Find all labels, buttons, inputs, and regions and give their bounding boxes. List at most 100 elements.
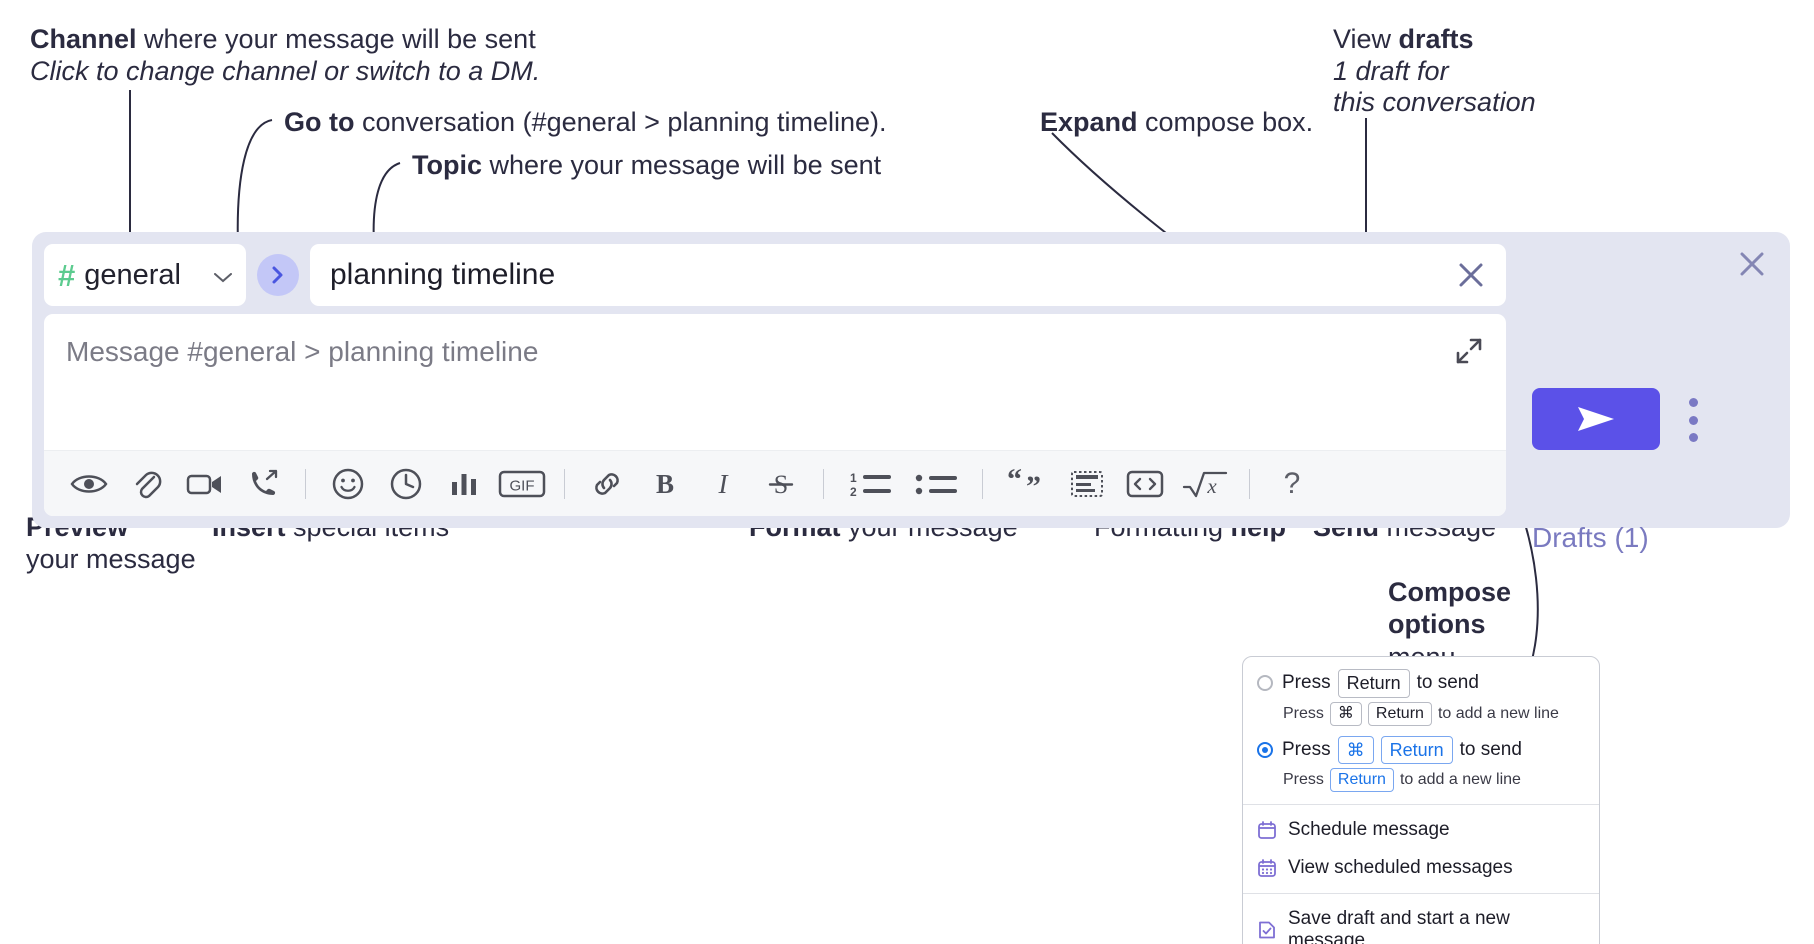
video-icon[interactable] — [176, 455, 234, 513]
option-1-sub-pre: Press — [1283, 771, 1324, 788]
code-icon[interactable] — [1116, 455, 1174, 513]
close-icon[interactable] — [1736, 248, 1768, 280]
blockquote-icon[interactable]: “” — [996, 455, 1058, 513]
annotation-expand-bold: Expand — [1040, 107, 1138, 137]
compose-options-menu: Press Return to send Press ⌘ Return to a… — [1242, 656, 1600, 944]
option-0-sub-pre: Press — [1283, 704, 1324, 722]
annotation-channel-bold: Channel — [30, 24, 137, 54]
channel-name: general — [84, 258, 181, 291]
drafts-link[interactable]: Drafts (1) — [1532, 522, 1649, 553]
expand-icon[interactable] — [1454, 336, 1484, 366]
option-1-sub-key-0: Return — [1329, 768, 1394, 792]
gif-icon[interactable]: GIF — [493, 455, 551, 513]
menu-draft-group: Save draft and start a new message — [1243, 894, 1599, 944]
kebab-menu-icon[interactable] — [1682, 398, 1704, 442]
annotation-drafts-pre: View — [1333, 24, 1399, 54]
send-option-cmd-return[interactable]: Press ⌘ Return to send Press Return to a… — [1257, 735, 1585, 792]
option-1-key-0: ⌘ — [1337, 735, 1374, 764]
menu-item-label: Schedule message — [1288, 819, 1450, 840]
link-icon[interactable] — [578, 455, 636, 513]
annotation-channel-sub: Click to change channel or switch to a D… — [30, 55, 541, 86]
leader-goto — [236, 119, 273, 247]
send-shortcut-options: Press Return to send Press ⌘ Return to a… — [1243, 657, 1599, 804]
italic-icon[interactable]: I — [694, 455, 752, 513]
option-0-key-0: Return — [1337, 669, 1410, 698]
topic-value: planning timeline — [330, 258, 556, 291]
option-1-key-1: Return — [1380, 735, 1453, 764]
attachment-icon[interactable] — [118, 455, 176, 513]
toolbar-separator — [305, 468, 306, 499]
bold-icon[interactable]: B — [636, 455, 694, 513]
svg-text:B: B — [656, 469, 674, 499]
compose-inner: # general planning timeline M — [44, 244, 1506, 516]
annotation-topic: Topic where your message will be sent — [412, 150, 881, 182]
chevron-down-icon — [214, 270, 232, 283]
save-draft-icon — [1259, 921, 1275, 939]
send-button[interactable] — [1532, 388, 1660, 450]
svg-text:I: I — [718, 469, 730, 499]
send-icon — [1578, 407, 1614, 431]
annotation-expand-rest: compose box. — [1137, 107, 1314, 137]
svg-text:”: ” — [1026, 470, 1041, 499]
call-icon[interactable] — [234, 455, 292, 513]
toolbar-separator — [1249, 468, 1250, 499]
annotation-drafts: View drafts 1 draft for this conversatio… — [1333, 24, 1536, 119]
menu-divider — [1243, 804, 1599, 805]
option-0-sub-key-1: Return — [1367, 701, 1432, 726]
bulleted-list-icon[interactable] — [903, 455, 969, 513]
annotation-preview-sub: your message — [26, 543, 196, 574]
annotation-topic-bold: Topic — [412, 150, 482, 180]
annotation-drafts-sub1: 1 draft for — [1333, 55, 1449, 86]
svg-text:2: 2 — [850, 485, 857, 499]
menu-schedule-group: Schedule message View scheduled messages — [1243, 805, 1599, 893]
option-0-main-post: to send — [1416, 672, 1479, 694]
menu-item-save-draft[interactable]: Save draft and start a new message — [1243, 900, 1599, 944]
code-block-icon[interactable] — [1058, 455, 1116, 513]
svg-text:GIF: GIF — [510, 477, 535, 494]
math-icon[interactable]: x — [1174, 455, 1236, 513]
help-icon[interactable]: ? — [1283, 466, 1301, 500]
compose-header-row: # general planning timeline — [44, 244, 1506, 306]
annotation-goto-bold: Go to — [284, 107, 355, 137]
annotation-drafts-sub2: this conversation — [1333, 87, 1536, 118]
svg-text:x: x — [1206, 474, 1217, 498]
message-input-area[interactable]: Message #general > planning timeline — [44, 314, 1506, 516]
channel-selector[interactable]: # general — [44, 244, 246, 306]
calendar-grid-icon — [1258, 859, 1276, 877]
menu-item-view-scheduled[interactable]: View scheduled messages — [1243, 849, 1599, 887]
message-placeholder: Message #general > planning timeline — [66, 336, 539, 367]
option-0-sub-key-0: ⌘ — [1329, 701, 1362, 726]
annotation-channel-rest: where your message will be sent — [136, 24, 536, 54]
annotation-goto-rest: conversation (#general > planning timeli… — [354, 107, 887, 137]
preview-icon[interactable] — [60, 455, 118, 513]
clock-icon[interactable] — [377, 455, 435, 513]
topic-field[interactable]: planning timeline — [310, 244, 1506, 306]
toolbar-separator — [982, 468, 983, 499]
topic-clear-icon[interactable] — [1454, 258, 1488, 292]
option-1-main-pre: Press — [1282, 738, 1331, 760]
goto-conversation-button[interactable] — [257, 254, 299, 296]
compose-box: Drafts (1) # general planning timeline — [32, 232, 1790, 553]
annotation-compose-bold2: options — [1388, 609, 1486, 640]
menu-item-schedule-message[interactable]: Schedule message — [1243, 811, 1599, 849]
svg-text:“: “ — [1007, 469, 1022, 496]
chevron-right-icon — [272, 266, 283, 284]
formatting-toolbar: GIF B I S — [44, 450, 1506, 516]
poll-icon[interactable] — [435, 455, 493, 513]
send-option-return[interactable]: Press Return to send Press ⌘ Return to a… — [1257, 669, 1585, 726]
option-1-sub-post: to add a new line — [1399, 771, 1521, 788]
emoji-icon[interactable] — [319, 455, 377, 513]
radio-unselected[interactable] — [1257, 675, 1273, 692]
option-1-main-post: to send — [1459, 738, 1522, 760]
annotation-drafts-bold: drafts — [1398, 24, 1474, 54]
radio-selected[interactable] — [1257, 741, 1273, 758]
menu-item-label: View scheduled messages — [1288, 857, 1513, 878]
option-0-sub-post: to add a new line — [1437, 704, 1559, 722]
annotation-topic-rest: where your message will be sent — [482, 150, 882, 180]
option-0-main-pre: Press — [1282, 672, 1331, 694]
menu-divider — [1243, 893, 1599, 894]
strikethrough-icon[interactable]: S — [752, 455, 810, 513]
svg-text:1: 1 — [850, 471, 857, 485]
